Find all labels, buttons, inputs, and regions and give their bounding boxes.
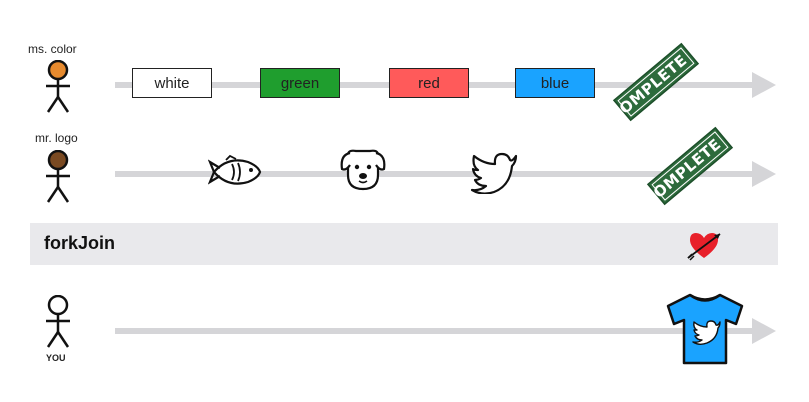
complete-label: COMPLETE ✓ bbox=[607, 42, 705, 122]
value-box-blue: blue bbox=[515, 68, 595, 98]
timeline-mr-logo bbox=[115, 161, 776, 187]
complete-label: COMPLETE ✓ bbox=[641, 126, 739, 206]
actor-label-ms-color: ms. color bbox=[28, 42, 77, 56]
value-box-red: red bbox=[389, 68, 469, 98]
value-box-green: green bbox=[260, 68, 340, 98]
stick-figure-ms-color-icon bbox=[46, 60, 70, 113]
tshirt-bird-icon bbox=[666, 293, 744, 365]
complete-stamp-icon: COMPLETE ✓ bbox=[607, 42, 705, 122]
actor-label-mr-logo: mr. logo bbox=[35, 131, 78, 145]
timeline-you bbox=[115, 318, 776, 344]
value-box-white: white bbox=[132, 68, 212, 98]
actor-label-you: YOU bbox=[46, 353, 66, 363]
dog-icon bbox=[340, 149, 386, 191]
operator-name: forkJoin bbox=[44, 233, 116, 253]
stick-figure-mr-logo-icon bbox=[46, 150, 70, 203]
heart-arrow-icon bbox=[687, 233, 721, 261]
stick-figure-you-icon bbox=[46, 295, 70, 348]
fish-icon bbox=[208, 154, 262, 185]
complete-stamp-icon: COMPLETE ✓ bbox=[641, 126, 739, 206]
operator-band bbox=[30, 223, 778, 265]
bird-icon bbox=[470, 152, 518, 194]
